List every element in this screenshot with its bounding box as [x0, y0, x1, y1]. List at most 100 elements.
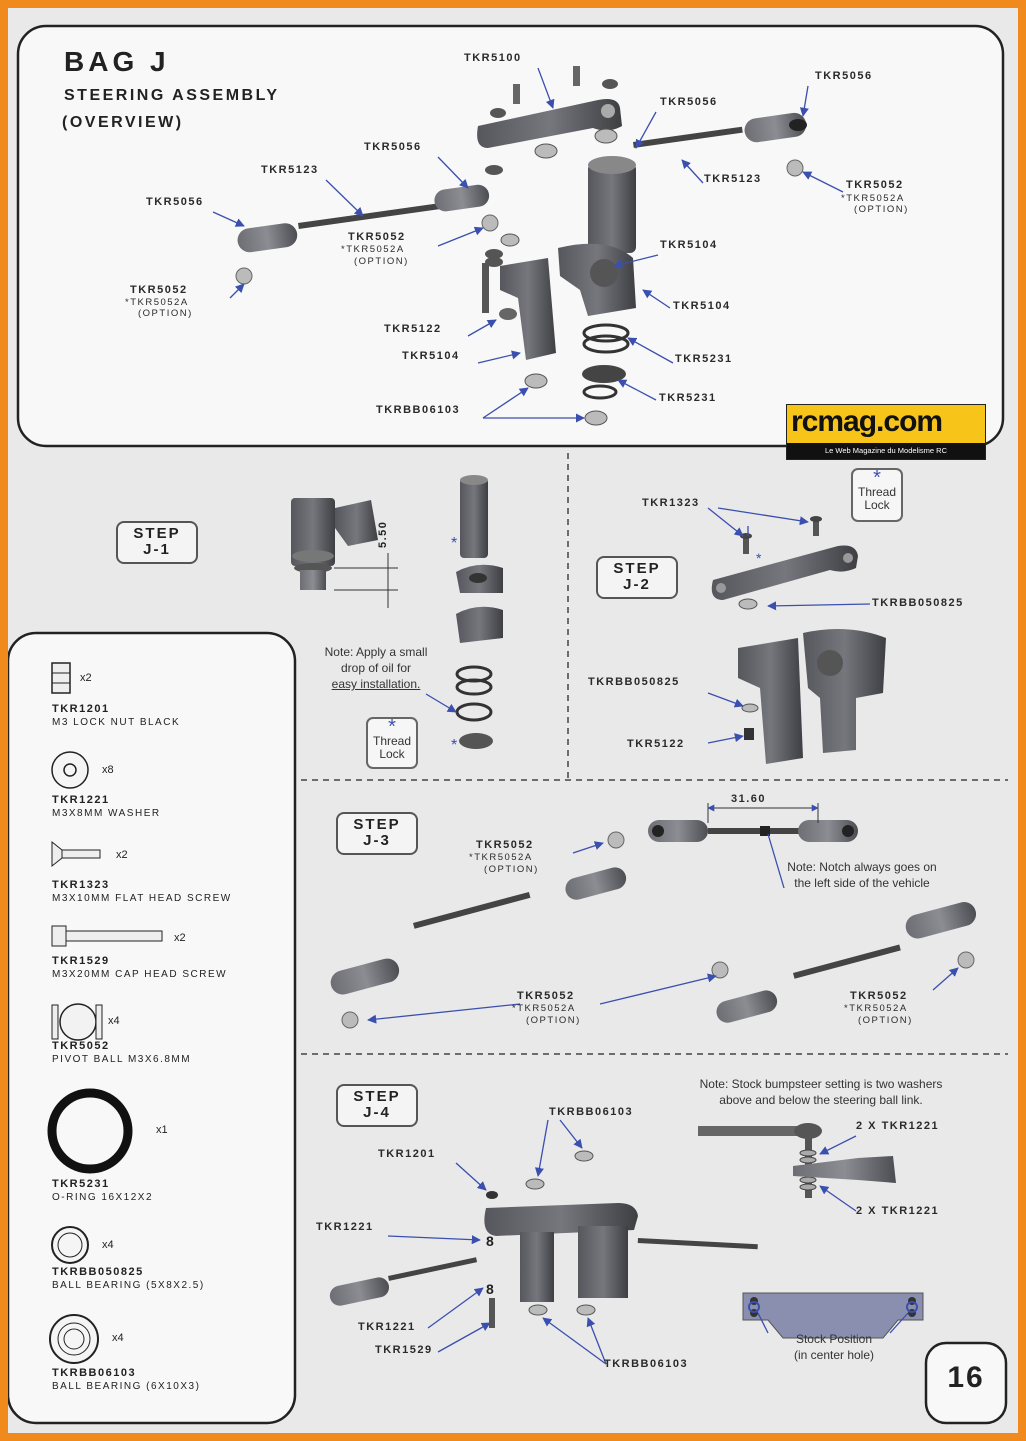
hw-name: M3x10mm Flat Head Screw [52, 893, 232, 904]
note-line: Note: Stock bumpsteer setting is two was… [699, 1077, 943, 1091]
hw-name: Ball Bearing (5x8x2.5) [52, 1280, 205, 1291]
label-j2-bb0508-right: TKRBB050825 [872, 597, 964, 609]
hw-qty: x1 [156, 1124, 168, 1136]
label-j3-c-opt: (Option) [858, 1015, 913, 1026]
hw-code: TKR1201 [52, 703, 110, 715]
hw-qty: x8 [102, 764, 114, 776]
hw-code: TKR5231 [52, 1178, 110, 1190]
hw-code: TKR1323 [52, 879, 110, 891]
step-j3-badge: Step J-3 [336, 812, 418, 855]
label-tkr5052a-right: *TKR5052A [841, 193, 905, 204]
page-number-box [924, 1341, 1008, 1425]
label-tkr5104-c: TKR5104 [402, 350, 460, 362]
thread-lock-line: Lock [379, 747, 405, 761]
note-line: (in center hole) [793, 1348, 875, 1362]
svg-text:*: * [756, 550, 762, 566]
thread-lock-line: Lock [864, 498, 890, 512]
hw-qty: x4 [112, 1332, 124, 1344]
hw-name: M3 Lock Nut Black [52, 717, 181, 728]
step-j4-number: J-4 [363, 1104, 391, 1121]
label-j2-tkr1323: TKR1323 [642, 497, 700, 509]
label-tkr5123-right: TKR5123 [704, 173, 762, 185]
pivot-ball-icon [51, 1003, 103, 1041]
label-j3-b-alt: *TKR5052A [512, 1003, 576, 1014]
o-ring-icon [47, 1088, 133, 1174]
label-j3-a-opt: (Option) [484, 864, 539, 875]
label-j3-a-alt: *TKR5052A [469, 852, 533, 863]
step-j2-badge: Step J-2 [596, 556, 678, 599]
hw-qty: x2 [80, 672, 92, 684]
label-tkr5056-top: TKR5056 [815, 70, 873, 82]
label-option-mid: (Option) [354, 256, 409, 267]
hw-qty: x4 [102, 1239, 114, 1251]
thread-lock-line: Thread [857, 485, 897, 499]
asterisk-icon: * [388, 716, 396, 738]
hw-name: Ball Bearing (6x10x3) [52, 1381, 201, 1392]
label-j3-a-code: TKR5052 [476, 839, 534, 851]
hw-code: TKR1529 [52, 955, 110, 967]
label-j4-tkr1221-b: TKR1221 [358, 1321, 416, 1333]
note-line: Note: Apply a small [324, 645, 428, 659]
ball-bearing-small-icon [51, 1226, 89, 1264]
svg-text:5.50: 5.50 [377, 521, 389, 548]
step-j3-note: Note: Notch always goes on the left side… [780, 859, 944, 891]
hardware-panel [8, 631, 297, 1425]
hw-name: O-ring 16x12x2 [52, 1192, 154, 1203]
label-tkr5100: TKR5100 [464, 52, 522, 64]
hw-code: TKRBB06103 [52, 1367, 137, 1379]
step-j4-word: Step [353, 1088, 401, 1105]
thread-lock-line: Thread [372, 734, 412, 748]
assembly-artwork: 5.50 * * * 8 8 [8, 24, 1008, 1425]
label-j4-bb06103-top: TKRBB06103 [549, 1106, 634, 1118]
thread-lock-badge-j1: * Thread Lock [366, 717, 418, 769]
logo-text: rcmag.com [791, 405, 943, 438]
label-tkr5056-left: TKR5056 [364, 141, 422, 153]
lock-nut-icon [51, 662, 71, 694]
section-subtitle: Steering Assembly [64, 87, 280, 104]
cap-head-screw-icon [51, 925, 163, 947]
hw-name: Pivot Ball M3x6.8mm [52, 1054, 192, 1065]
label-option-left: (Option) [138, 308, 193, 319]
label-j3-b-opt: (Option) [526, 1015, 581, 1026]
label-j4-tkr1529: TKR1529 [375, 1344, 433, 1356]
label-j2-bb0508-left: TKRBB050825 [588, 676, 680, 688]
note-line: easy installation. [331, 677, 421, 691]
step-j2-number: J-2 [623, 576, 651, 593]
thread-lock-badge-j2: * Thread Lock [851, 468, 903, 522]
hw-name: M3x8mm Washer [52, 808, 161, 819]
asterisk-icon: * [873, 467, 881, 489]
page-number: 16 [947, 1361, 985, 1394]
label-tkr5052-mid: TKR5052 [348, 231, 406, 243]
label-j4-tkr1221-a: TKR1221 [316, 1221, 374, 1233]
hw-qty: x2 [174, 932, 186, 944]
j3-dimension: 31.60 [731, 793, 767, 805]
svg-text:8: 8 [486, 1281, 494, 1297]
note-line: above and below the steering ball link. [719, 1093, 923, 1107]
label-tkr5052-right: TKR5052 [846, 179, 904, 191]
label-tkr5056-left2: TKR5056 [146, 196, 204, 208]
step-j1-note: Note: Apply a small drop of oil for easy… [308, 644, 444, 692]
label-j3-b-code: TKR5052 [517, 990, 575, 1002]
label-j2-tkr5122: TKR5122 [627, 738, 685, 750]
manual-page: 5.50 * * * 8 8 [8, 8, 1018, 1433]
label-tkr5231-b: TKR5231 [659, 392, 717, 404]
note-line: Note: Notch always goes on [787, 860, 937, 874]
step-j1-number: J-1 [143, 541, 171, 558]
section-overview-label: (overview) [62, 114, 184, 131]
hw-name: M3x20mm Cap Head Screw [52, 969, 228, 980]
hw-qty: x2 [116, 849, 128, 861]
step-j1-word: Step [133, 525, 181, 542]
step-j4-note: Note: Stock bumpsteer setting is two was… [692, 1076, 950, 1108]
step-j4-badge: Step J-4 [336, 1084, 418, 1127]
note-line: drop of oil for [340, 661, 412, 675]
label-option-right: (Option) [854, 204, 909, 215]
hw-code: TKR5052 [52, 1040, 110, 1052]
label-j3-c-alt: *TKR5052A [844, 1003, 908, 1014]
washer-icon [51, 751, 89, 789]
svg-text:8: 8 [486, 1233, 494, 1249]
ball-bearing-large-icon [49, 1314, 99, 1364]
hw-code: TKR1221 [52, 794, 110, 806]
step-j2-word: Step [613, 560, 661, 577]
page-title: Bag J [64, 46, 170, 77]
hw-code: TKRBB050825 [52, 1266, 144, 1278]
